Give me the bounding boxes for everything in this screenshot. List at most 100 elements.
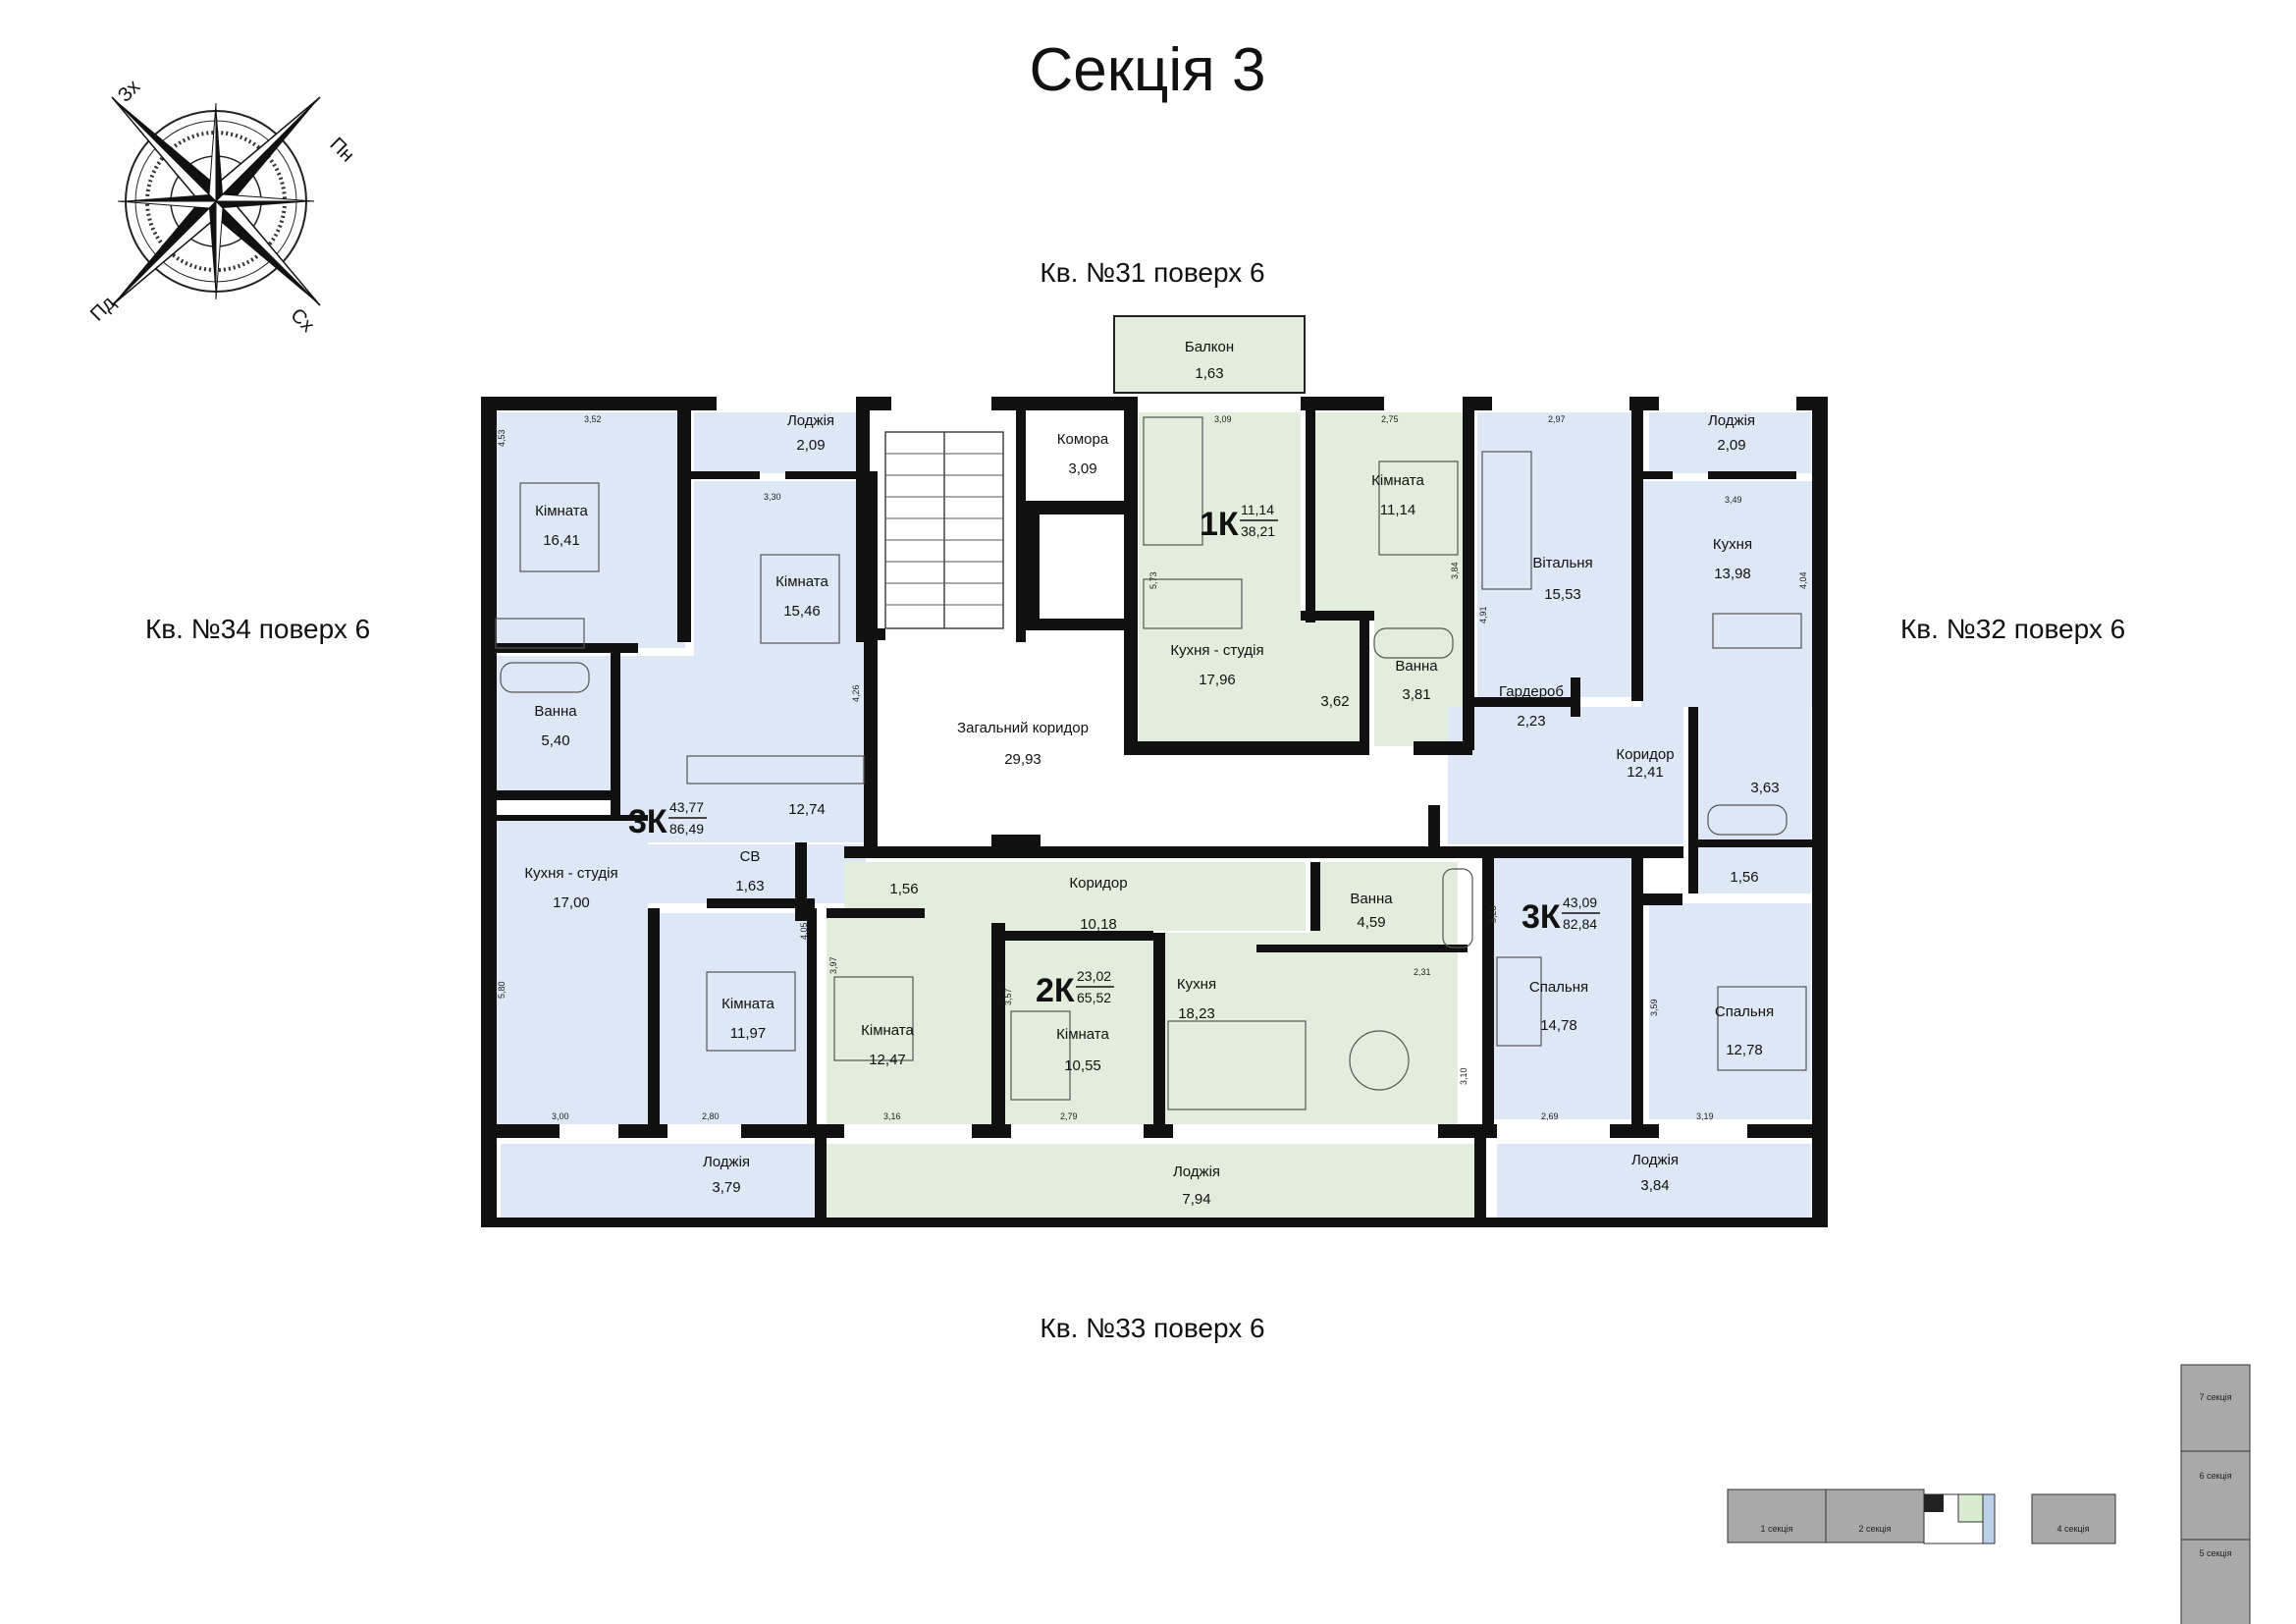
room-name: Лоджія [703,1154,750,1170]
room-name: Комора [1057,431,1109,448]
apt33-type: 2К [1036,972,1075,1009]
room-area: 4,59 [1357,914,1385,931]
apt33-loggia [827,1144,1474,1218]
room-area: 18,23 [1178,1005,1215,1022]
apt33-living-area: 23,02 [1077,968,1111,984]
room-area: 11,97 [730,1025,766,1042]
room-area: 12,74 [788,801,826,818]
room-name: Коридор [1069,875,1127,892]
room-area: 1,63 [735,878,764,894]
room-area: 15,46 [783,603,821,620]
room-area: 3,79 [712,1179,740,1196]
room-area: 17,96 [1199,672,1236,688]
dimension: 3,52 [584,414,602,424]
dimension: 3,09 [1214,414,1232,424]
apt34-living-area: 43,77 [669,799,704,815]
apt34-room3 [658,913,815,1124]
compass-east-label: Сх [286,304,318,337]
key-plan-section-label: 5 секція [2200,1548,2232,1558]
room-area: 3,09 [1068,460,1096,477]
apartment-34-label: Кв. №34 поверх 6 [145,614,370,644]
apt31-type: 1К [1200,506,1239,543]
room-name: Кухня [1177,976,1216,993]
room-area: 15,53 [1544,586,1581,603]
room-area: 7,94 [1182,1191,1210,1208]
room-name: Кімната [535,503,588,519]
room-name: Ванна [1350,891,1393,907]
room-area: 5,40 [541,732,569,749]
apt31-room [1315,412,1463,619]
key-plan-section-label: 1 секція [1761,1524,1793,1534]
room-name: Коридор [1616,746,1674,763]
room-area: 12,47 [869,1052,906,1068]
apt34-total-area: 86,49 [669,821,704,837]
apt34-hall [618,656,866,842]
room-name: Вітальня [1532,555,1592,571]
compass-west-label: Зх [114,76,144,106]
room-area: 2,09 [796,437,825,454]
room-name: Балкон [1185,339,1234,355]
room-name: Кімната [775,573,828,590]
room-name: Кімната [861,1022,914,1039]
compass-rose-icon [111,96,321,306]
dimension: 2,80 [702,1111,720,1121]
key-plan-section-label: 2 секція [1859,1524,1892,1534]
apt34-loggia-bottom [501,1144,815,1218]
room-area: 3,81 [1402,686,1430,703]
room-area: 11,14 [1380,502,1415,518]
room-area: 12,41 [1627,764,1664,781]
room-area: 13,98 [1714,566,1751,582]
dimension: 3,30 [764,492,781,502]
apt34-hall2 [648,844,866,903]
room-name: Загальний коридор [957,720,1089,736]
apt32-loggia-bottom [1497,1144,1811,1218]
balcony-area [1114,316,1305,393]
room-name: Ванна [534,703,577,720]
dimension: 3,84 [1450,562,1460,579]
staircase [884,431,1004,629]
dimension: 2,31 [1414,967,1431,977]
room-area: 1,56 [889,881,918,897]
room-name: СВ [740,848,761,865]
apt32-living-area: 43,09 [1563,894,1597,910]
apt32-bed1 [1492,854,1639,1119]
room-area: 17,00 [553,894,590,911]
key-plan-section-label: 4 секція [2057,1524,2090,1534]
apartment-33-label: Кв. №33 поверх 6 [1040,1313,1264,1343]
dimension: 3,57 [1003,988,1013,1005]
room-area: 14,78 [1540,1017,1577,1034]
room-name: Кухня [1713,536,1752,553]
room-name: Лоджія [787,412,834,429]
page-title: Секція 3 [1030,36,1266,104]
room-area: 12,78 [1726,1042,1763,1058]
room-name: Кімната [1056,1026,1109,1043]
apt31-total-area: 38,21 [1241,523,1275,539]
room-area: 1,63 [1195,365,1223,382]
apt34-room1 [491,412,685,648]
dimension: 2,69 [1541,1111,1559,1121]
dimension: 5,23 [1488,905,1498,923]
furniture [495,416,1807,1110]
room-area: 10,18 [1080,916,1117,933]
dimension: 2,79 [1060,1111,1078,1121]
room-area: 29,93 [1004,751,1041,768]
key-plan-section-label: 7 секція [2200,1392,2232,1402]
apt34-loggia-top [694,412,856,473]
apt33-room2 [1001,933,1153,1124]
dimension: 4,91 [1478,606,1488,623]
room-name: Спальня [1715,1003,1774,1020]
dimension: 4,05 [799,922,809,940]
apt32-kitchen [1641,481,1813,707]
dimension: 2,75 [1381,414,1399,424]
dimension: 2,97 [1548,414,1566,424]
dimension: 4,26 [851,684,861,702]
dimension: 3,00 [552,1111,569,1121]
room-area: 2,09 [1717,437,1745,454]
dimension: 3,97 [828,956,838,974]
apt32-bed2 [1649,903,1811,1119]
room-name: Гардероб [1499,683,1564,700]
apt33-kitchen [1163,933,1458,1124]
room-area: 10,55 [1064,1057,1101,1074]
apt33-room1 [827,918,991,1124]
room-area: 16,41 [543,532,580,549]
